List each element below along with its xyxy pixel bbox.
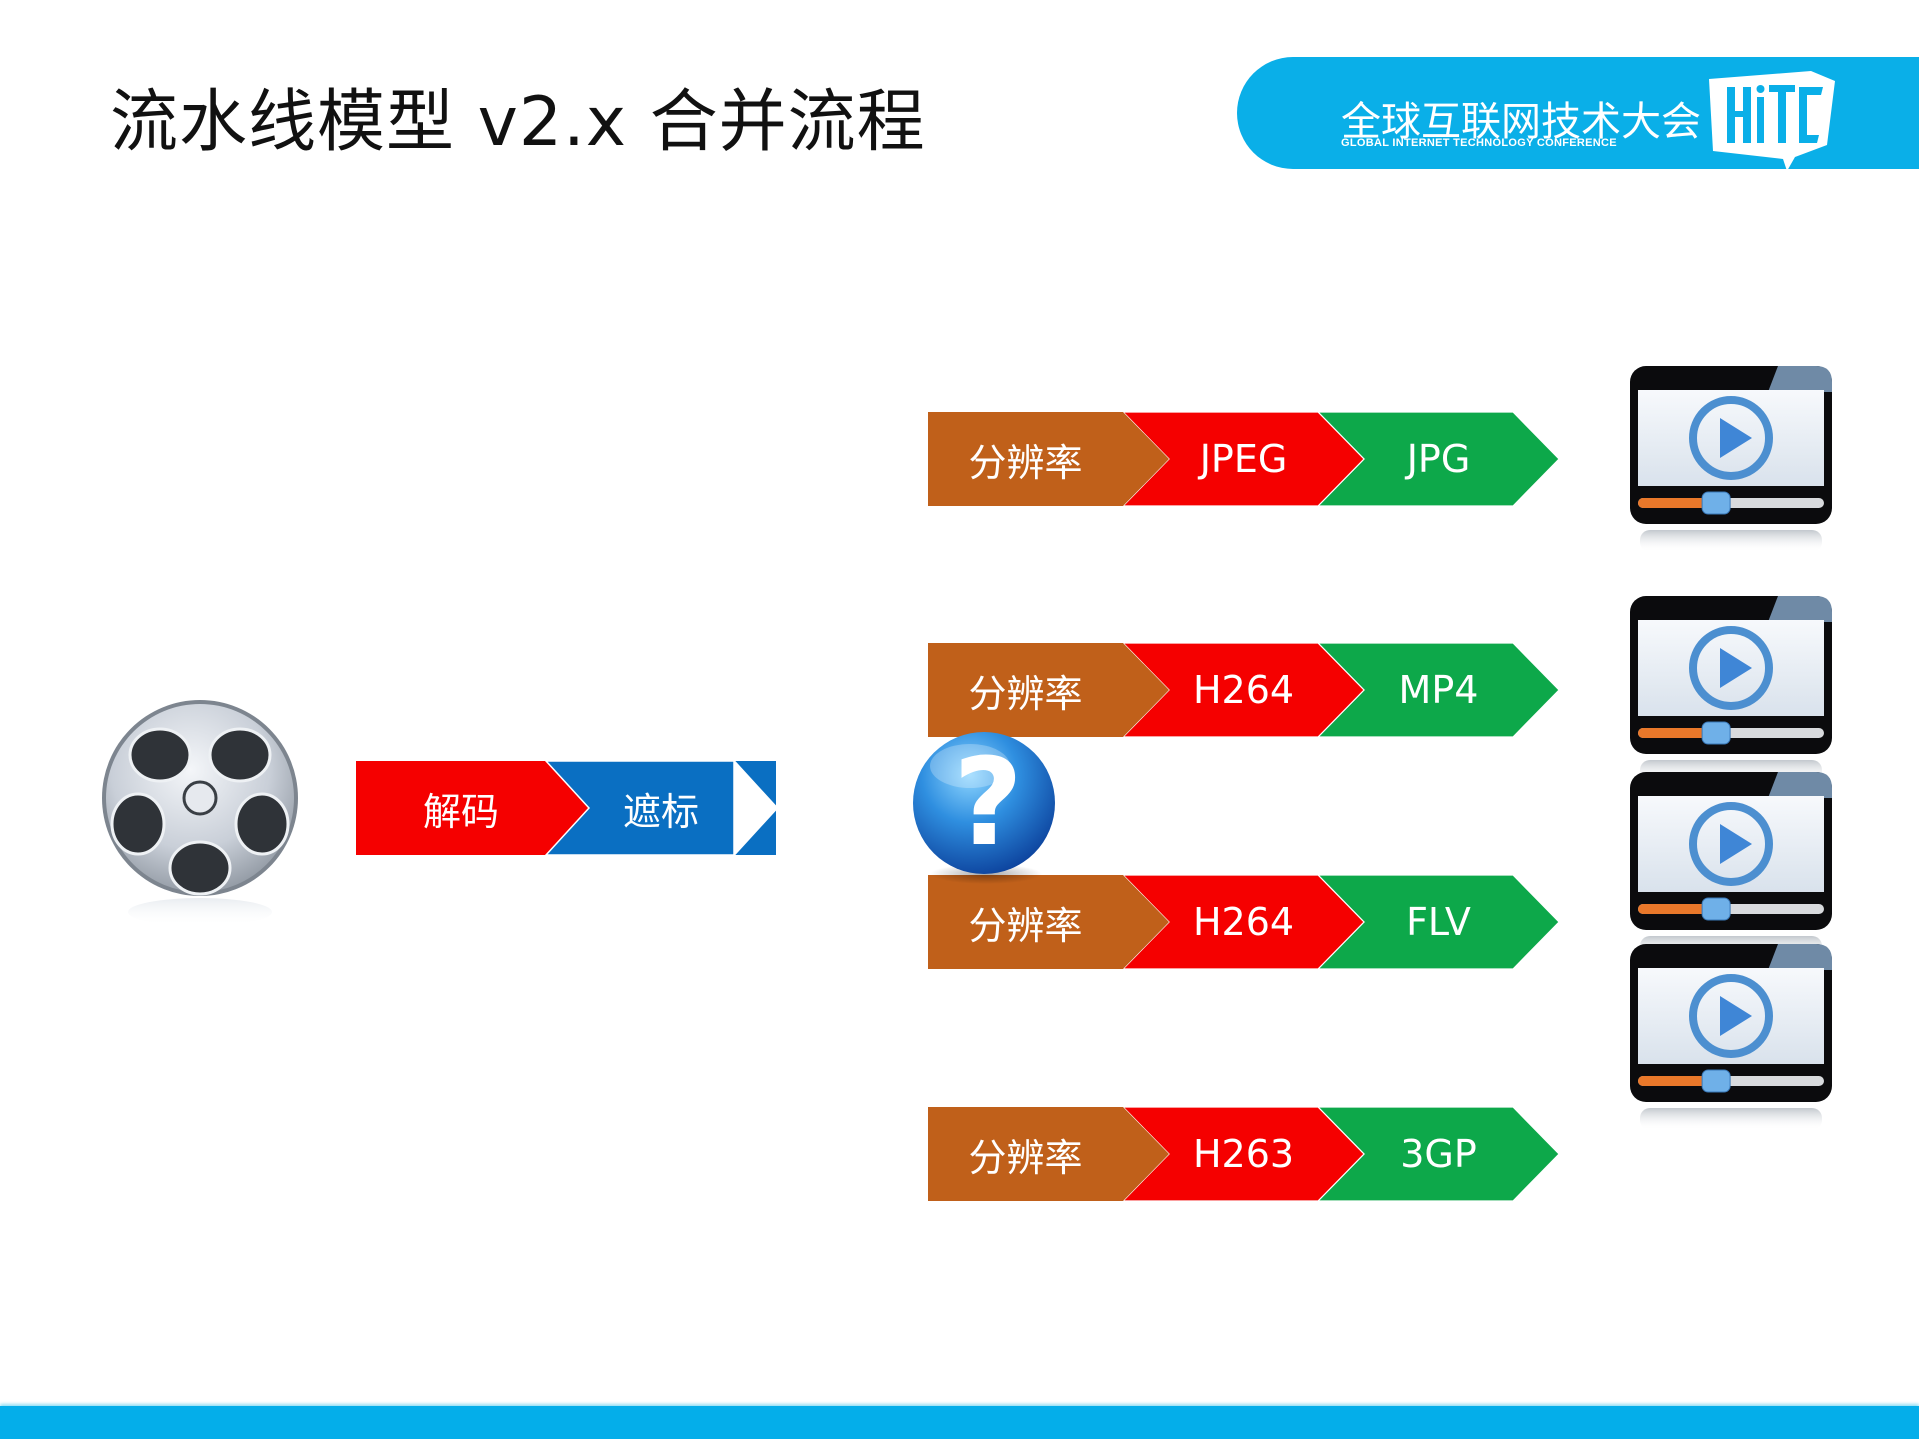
branch-step-label: 分辨率 xyxy=(968,1135,1083,1180)
player-progress-knob xyxy=(1701,1069,1731,1093)
branch-step: 分辨率 xyxy=(928,875,1123,969)
branch-row-shapes xyxy=(928,1107,1560,1201)
branch-row-shapes xyxy=(928,412,1560,506)
video-player-icon xyxy=(1630,596,1832,782)
branch-row: 分辨率 H264 FLV xyxy=(928,875,1560,969)
branch-step: H264 xyxy=(1151,875,1337,969)
branch-step: 分辨率 xyxy=(928,1107,1123,1201)
branch-step: JPG xyxy=(1346,412,1532,506)
branch-step-label: 分辨率 xyxy=(968,440,1083,485)
branch-step: MP4 xyxy=(1346,643,1532,737)
branch-row-shapes xyxy=(928,875,1560,969)
branch-step-label: FLV xyxy=(1406,900,1471,944)
branch-step: H264 xyxy=(1151,643,1337,737)
branch-step-shape xyxy=(928,875,1169,969)
branch-step-shape xyxy=(928,643,1169,737)
branch-step: JPEG xyxy=(1151,412,1337,506)
branch-step-shape xyxy=(928,412,1169,506)
video-player-icon xyxy=(1630,944,1832,1130)
question-mark-icon: ? xyxy=(913,732,1055,884)
player-progress-knob xyxy=(1701,491,1731,515)
branch-step-label: H263 xyxy=(1192,1132,1295,1176)
player-progress-fill xyxy=(1638,1076,1717,1086)
branch-step-label: MP4 xyxy=(1398,668,1479,712)
logo-english-name: GLOBAL INTERNET TECHNOLOGY CONFERENCE xyxy=(1341,137,1617,149)
branch-row-shapes xyxy=(928,643,1560,737)
branch-step: 分辨率 xyxy=(928,412,1123,506)
branch-row: 分辨率 JPEG JPG xyxy=(928,412,1560,506)
branch-step-label: 分辨率 xyxy=(968,671,1083,716)
conference-logo-banner: 全球互联网技术大会 GLOBAL INTERNET TECHNOLOGY CON… xyxy=(1237,57,1919,171)
footer-bar xyxy=(0,1406,1919,1439)
branch-step: 3GP xyxy=(1346,1107,1532,1201)
branch-step-label: JPG xyxy=(1406,437,1471,481)
branch-step-shape xyxy=(928,1107,1169,1201)
video-player-icon xyxy=(1630,772,1832,958)
branch-row: 分辨率 H264 MP4 xyxy=(928,643,1560,737)
branch-step-label: H264 xyxy=(1192,900,1295,944)
main-pipeline-shapes xyxy=(356,761,776,855)
pipeline-step-shape xyxy=(734,761,776,855)
branch-step: 分辨率 xyxy=(928,643,1123,737)
player-progress-fill xyxy=(1638,498,1717,508)
player-progress-fill xyxy=(1638,904,1717,914)
pipeline-step-shape xyxy=(544,761,735,855)
video-player-icon xyxy=(1630,366,1832,552)
player-progress-fill xyxy=(1638,728,1717,738)
player-progress-knob xyxy=(1701,721,1731,745)
pipeline-step-shape xyxy=(356,761,589,855)
main-pipeline: 解码 遮标 压标 xyxy=(356,761,879,855)
pipeline-step-remove-watermark: 遮标 xyxy=(622,789,699,834)
question-mark-glyph: ? xyxy=(953,734,1023,873)
branch-step-label: JPEG xyxy=(1199,437,1288,481)
branch-step-label: 3GP xyxy=(1400,1132,1477,1176)
branch-step: FLV xyxy=(1346,875,1532,969)
branch-step-label: 分辨率 xyxy=(968,903,1083,948)
pipeline-step-decode: 解码 xyxy=(422,789,499,834)
gitc-logo-icon xyxy=(1709,71,1835,171)
page-title: 流水线模型 v2.x 合并流程 xyxy=(110,83,926,162)
film-reel-icon xyxy=(102,700,298,926)
logo-chinese-name: 全球互联网技术大会 xyxy=(1341,99,1701,145)
branch-step-label: H264 xyxy=(1192,668,1295,712)
player-progress-knob xyxy=(1701,897,1731,921)
branch-row: 分辨率 H263 3GP xyxy=(928,1107,1560,1201)
pipeline-step-add-watermark: 压标 xyxy=(802,789,879,834)
branch-step: H263 xyxy=(1151,1107,1337,1201)
